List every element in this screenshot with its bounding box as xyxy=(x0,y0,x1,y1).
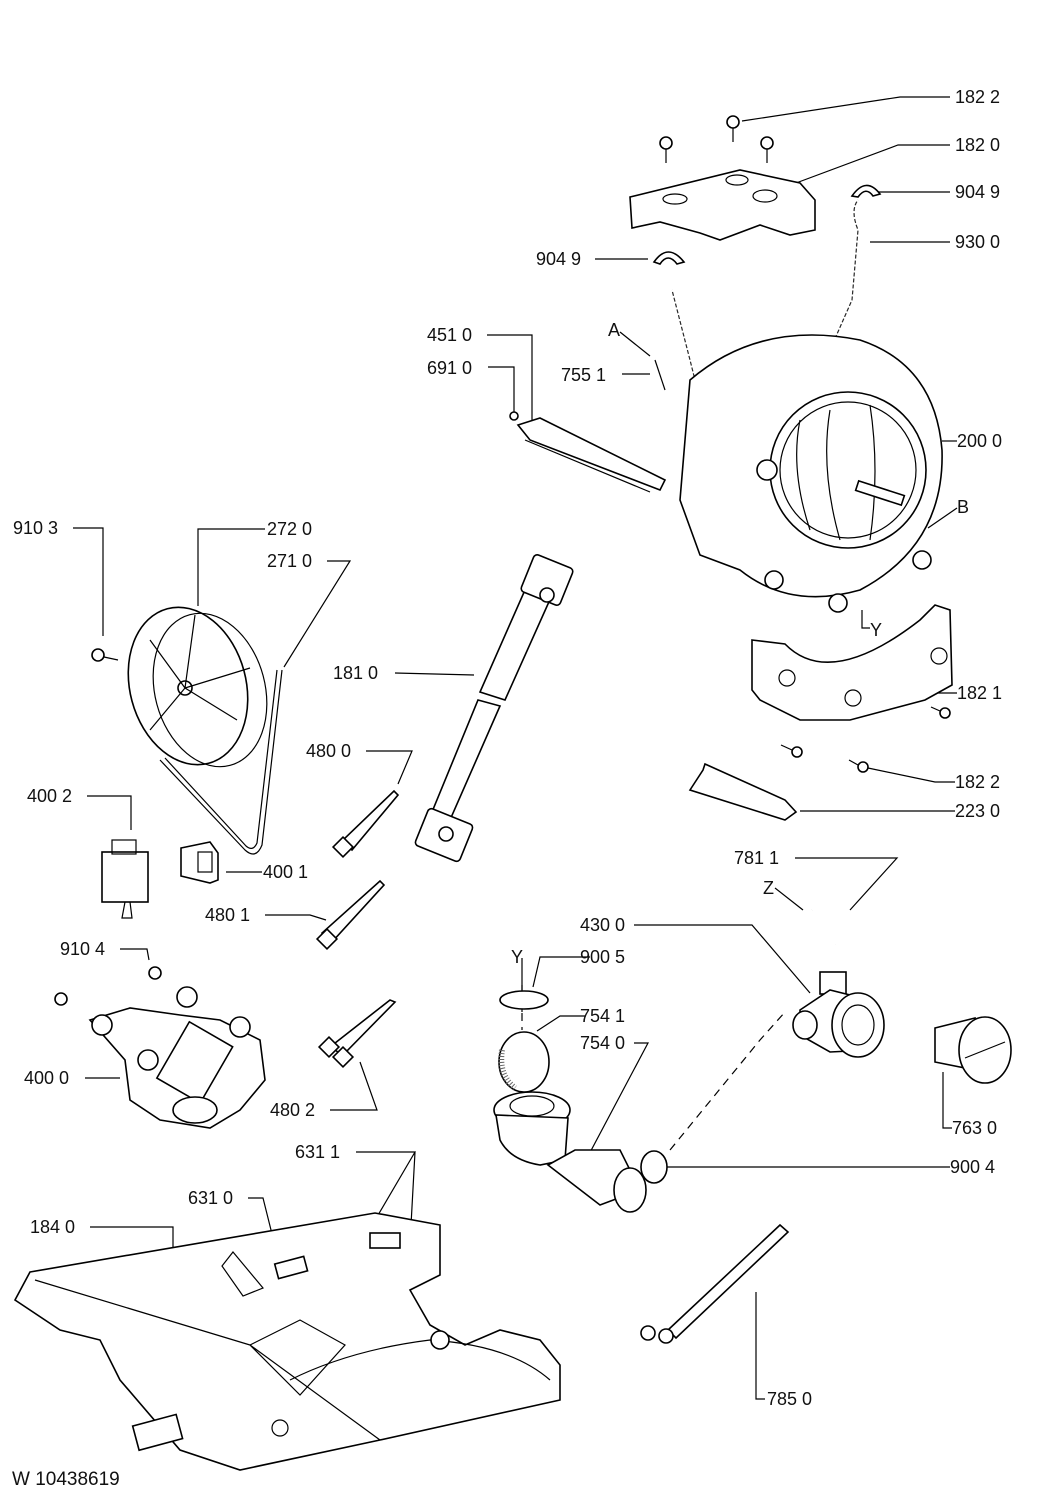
part-sensor-755-1 xyxy=(654,359,666,391)
callout-904-9-left: 904 9 xyxy=(536,249,582,269)
leader-480-1 xyxy=(265,914,327,921)
callout-480-2: 480 2 xyxy=(270,1100,316,1120)
leader-480-2 xyxy=(330,1061,378,1111)
callout-910-3: 910 3 xyxy=(13,518,59,538)
callout-271-0: 271 0 xyxy=(267,551,313,571)
callout-200-0: 200 0 xyxy=(957,431,1003,451)
leader-182-2-bottom xyxy=(867,767,955,783)
part-screws-182-2-top xyxy=(659,115,774,163)
callout-480-1: 480 1 xyxy=(205,905,251,925)
callout-910-4: 910 4 xyxy=(60,939,106,959)
callout-755-1: 755 1 xyxy=(561,365,607,385)
leader-785-0 xyxy=(755,1292,765,1400)
leader-480-0 xyxy=(366,750,413,785)
part-filter-763-0 xyxy=(934,1016,1012,1084)
callout-631-1: 631 1 xyxy=(295,1142,341,1162)
callout-900-4: 900 4 xyxy=(950,1157,996,1177)
part-screws-182-2-bottom xyxy=(780,706,951,773)
leader-754-1 xyxy=(536,1015,586,1032)
callout-182-0: 182 0 xyxy=(955,135,1001,155)
part-hose-781-1 xyxy=(810,903,843,946)
leader-451-0 xyxy=(487,334,533,420)
callout-480-0: 480 0 xyxy=(306,741,352,761)
leader-910-3 xyxy=(73,527,104,636)
callout-Y-pump: Y xyxy=(511,947,524,967)
part-pulley-272-0 xyxy=(127,606,268,768)
leader-271-0 xyxy=(283,560,352,668)
callout-182-2-top: 182 2 xyxy=(955,87,1001,107)
callout-223-0: 223 0 xyxy=(955,801,1001,821)
leader-272-0 xyxy=(197,528,265,606)
callout-Z: Z xyxy=(763,878,774,898)
document-id: W 10438619 xyxy=(12,1469,120,1490)
part-motor-400-0 xyxy=(54,966,266,1129)
leader-400-2 xyxy=(87,795,132,830)
part-screw-910-3 xyxy=(91,648,119,662)
leader-900-5 xyxy=(532,956,590,988)
callout-181-0: 181 0 xyxy=(333,663,379,683)
leader-A xyxy=(619,331,651,357)
callout-182-2-bottom: 182 2 xyxy=(955,772,1001,792)
leader-781-1 xyxy=(795,857,899,911)
callout-400-0: 400 0 xyxy=(24,1068,70,1088)
part-paddle-223-0 xyxy=(688,762,798,821)
callout-754-1: 754 1 xyxy=(580,1006,626,1026)
callout-785-0: 785 0 xyxy=(767,1389,813,1409)
part-ball-754-1 xyxy=(498,1031,550,1093)
callout-Y-tub: Y xyxy=(870,620,883,640)
part-damper-181-0 xyxy=(414,553,574,863)
leader-182-2-top xyxy=(741,96,950,122)
part-bolts-480 xyxy=(315,789,400,1069)
assembly-axis-pump xyxy=(669,1011,786,1151)
callout-631-0: 631 0 xyxy=(188,1188,234,1208)
part-top-bracket-182-0 xyxy=(629,169,816,241)
part-hose-754-0 xyxy=(493,1091,647,1213)
callout-272-0: 272 0 xyxy=(267,519,313,539)
leader-763-0 xyxy=(942,1072,952,1129)
callout-B: B xyxy=(957,497,970,517)
part-clip-904-9 xyxy=(652,184,882,265)
callout-182-1: 182 1 xyxy=(957,683,1003,703)
leader-Z xyxy=(774,887,804,911)
callout-400-2: 400 2 xyxy=(27,786,73,806)
callout-781-1: 781 1 xyxy=(734,848,780,868)
callout-904-9-right: 904 9 xyxy=(955,182,1001,202)
callout-900-5: 900 5 xyxy=(580,947,626,967)
callout-A: A xyxy=(608,320,621,340)
part-clamp-900-5 xyxy=(499,990,549,1010)
part-pump-430-0 xyxy=(792,971,885,1058)
leader-181-0 xyxy=(394,672,475,676)
part-heater-451-0 xyxy=(509,411,667,493)
callout-184-0: 184 0 xyxy=(30,1217,76,1237)
callout-691-0: 691 0 xyxy=(427,358,473,378)
part-capacitor-400-2 xyxy=(101,839,149,919)
callout-930-0: 930 0 xyxy=(955,232,1001,252)
leader-691-0 xyxy=(488,366,515,412)
leader-Y-tub xyxy=(861,610,870,629)
part-clamp-900-4 xyxy=(640,1150,668,1184)
leader-910-4 xyxy=(120,948,150,961)
part-belt-271-0 xyxy=(159,669,283,855)
part-drain-hose-785-0 xyxy=(640,1223,790,1344)
callout-451-0: 451 0 xyxy=(427,325,473,345)
leader-430-0 xyxy=(634,924,811,994)
leader-182-0 xyxy=(787,144,950,187)
callout-430-0: 430 0 xyxy=(580,915,626,935)
part-tub-200-0 xyxy=(679,334,943,613)
part-counterweight-182-1 xyxy=(751,604,953,721)
part-connector-400-1 xyxy=(180,841,219,884)
callout-754-0: 754 0 xyxy=(580,1033,626,1053)
leader-B xyxy=(927,507,958,529)
callout-400-1: 400 1 xyxy=(263,862,309,882)
callout-763-0: 763 0 xyxy=(952,1118,998,1138)
leader-754-0 xyxy=(585,1042,649,1161)
part-base-184-0 xyxy=(13,1212,561,1471)
